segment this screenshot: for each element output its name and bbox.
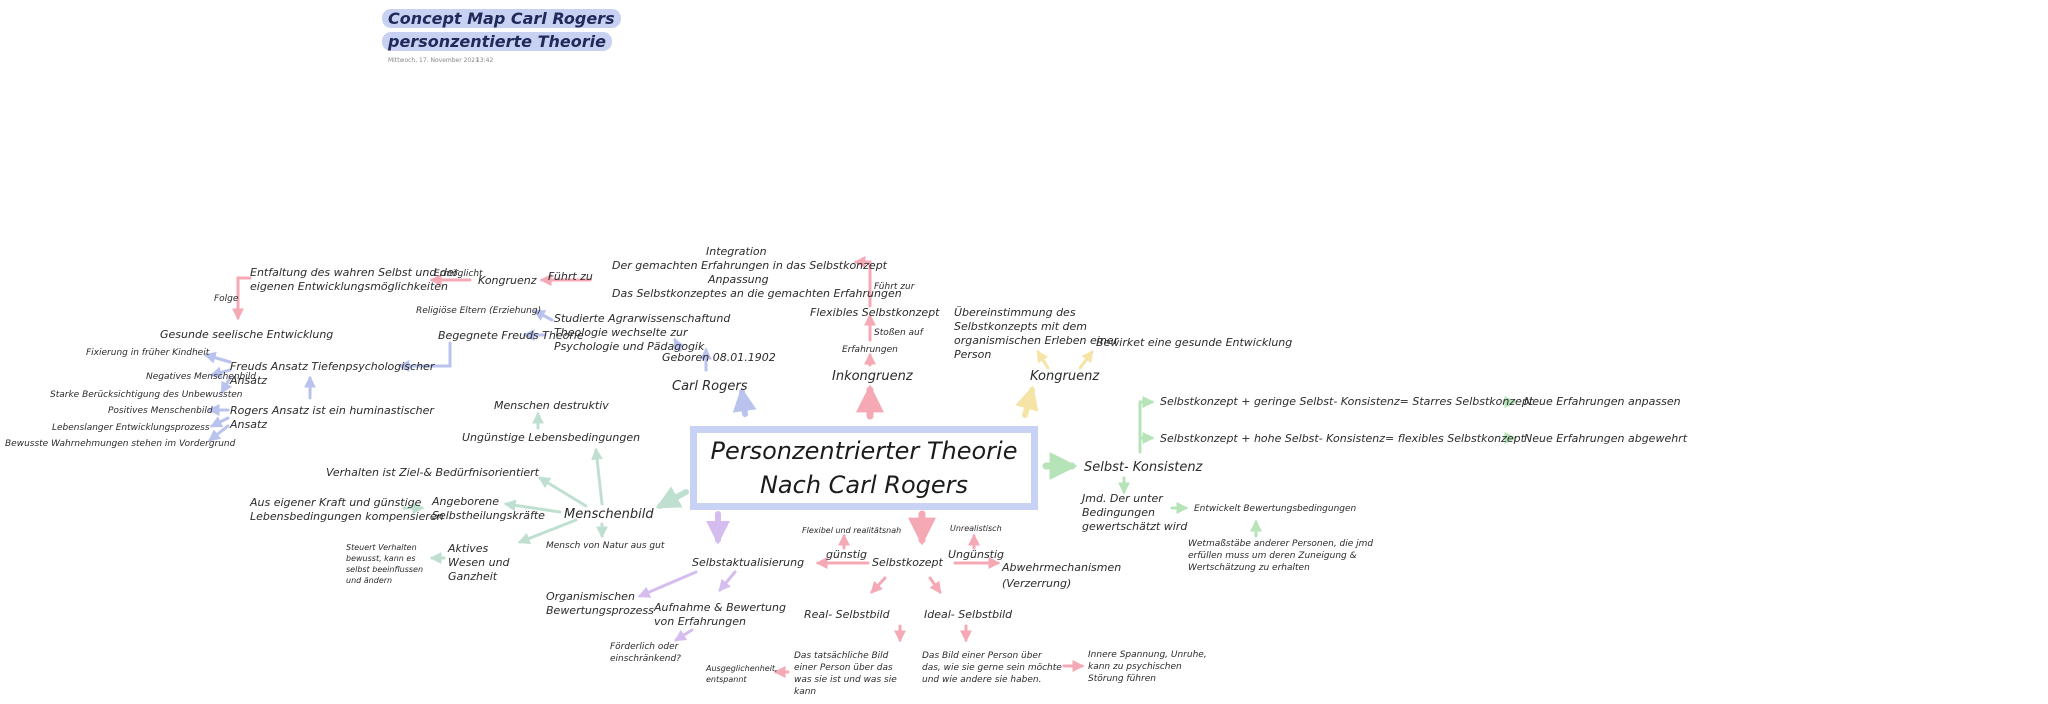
arrow-mb-unguenstig — [591, 447, 604, 506]
node-unguenstige-lebensbedingungen: Ungünstige Lebensbedingungen — [462, 431, 641, 444]
node-selbstaktualisierung: Selbstaktualisierung — [692, 556, 805, 569]
node-kongruenz-left: Kongruenz — [478, 274, 537, 287]
node-religioese-eltern: Religiöse Eltern (Erziehung) — [416, 306, 542, 316]
central-topic-line2: Nach Carl Rogers — [759, 471, 969, 499]
arrow-rogersansatz-p3 — [208, 424, 230, 442]
node-bewirkt-entwicklung: Bewirket eine gesunde Entwicklung — [1096, 336, 1293, 349]
arrow-mb-kraefte — [503, 499, 562, 514]
page-time: 13:42 — [476, 57, 494, 64]
node-bewusste-wahrnehmungen: Bewusste Wahrnehmungen stehen im Vorderg… — [5, 439, 236, 449]
node-bewertungsbedingungen: Entwickelt Bewertungsbedingungen — [1194, 504, 1357, 514]
node-unguenstig: Ungünstig — [948, 548, 1005, 561]
node-unbewusstes: Starke Berücksichtigung des Unbewussten — [50, 390, 243, 400]
arrow-aufnahme-foerderlich — [673, 628, 694, 642]
node-abgewehrt: Neue Erfahrungen abgewehrt — [1524, 432, 1688, 445]
arrow-flexibel-integration — [853, 256, 872, 308]
node-von-natur-gut: Mensch von Natur aus gut — [546, 541, 665, 551]
arrow-center-kongruenz — [1015, 385, 1039, 418]
node-menschen-destruktiv: Menschen destruktiv — [494, 399, 609, 412]
central-topic-line1: Personzentrierter Theorie — [710, 437, 1018, 465]
arrow-konsistenz-rows — [1138, 396, 1155, 454]
node-selbst-konsistenz: Selbst- Konsistenz — [1084, 460, 1203, 475]
node-gesunde-entwicklung: Gesunde seelische Entwicklung — [160, 328, 334, 341]
node-selbstkonzept: Selbstkozept — [872, 556, 943, 569]
node-starres-selbstkonzept: Selbstkonzept + geringe Selbst- Konsiste… — [1160, 395, 1534, 408]
node-ideal-selbstbild: Ideal- Selbstbild — [924, 608, 1013, 621]
arrow-freudansatz-p1 — [203, 351, 232, 364]
arrow-kongruenz-desc — [1036, 349, 1050, 370]
node-flexibles-konsistenz: Selbstkonzept + hohe Selbst- Konsistenz=… — [1160, 432, 1525, 445]
node-real-selbstbild: Real- Selbstbild — [804, 608, 890, 621]
node-unrealistisch: Unrealistisch — [950, 524, 1002, 533]
arrow-mb-aktives — [517, 518, 578, 545]
node-geboren: Geboren 08.01.1902 — [662, 351, 776, 364]
node-lebenslanger-prozess: Lebenslanger Entwicklungsprozess — [52, 423, 210, 433]
node-negatives-menschenbild: Negatives Menschenbild — [146, 372, 256, 382]
arrow-selbstakt-aufnahme — [718, 570, 737, 592]
node-kongruenz: Kongruenz — [1030, 369, 1100, 384]
arrow-rogersansatz-p2 — [209, 416, 230, 428]
central-topic: Personzentrierter Theorie Nach Carl Roge… — [690, 426, 1038, 510]
arrow-selbstakt-org — [637, 570, 698, 598]
label-stossen-auf: Stoßen auf — [874, 328, 923, 338]
node-ziel-beduerfnis: Verhalten ist Ziel-& Bedürfnisorientiert — [326, 466, 539, 479]
arrow-freudansatz-p2 — [209, 366, 232, 379]
node-guenstig: günstig — [826, 548, 868, 561]
arrow-freud-freudansatz — [397, 341, 452, 372]
node-flexibel-realitaetsnah: Flexibel und realitätsnah — [802, 526, 902, 535]
arrow-kongruenz-bewirkt — [1078, 350, 1094, 370]
label-ermoeglicht: Ermöglicht — [434, 269, 483, 279]
page-title-line1: Concept Map Carl Rogers — [382, 9, 621, 28]
arrow-study-parents — [532, 309, 554, 322]
arrow-mb-ziel — [537, 476, 588, 508]
node-positives-menschenbild: Positives Menschenbild — [108, 406, 213, 416]
node-begegnete-freud: Begegnete Freuds Theorie — [438, 329, 584, 342]
arrow-center-menschenbild — [655, 486, 689, 509]
page-date: Mittwoch, 17. November 2021 — [388, 57, 479, 64]
arrow-center-rogers — [732, 387, 757, 417]
label-folge: Folge — [214, 294, 239, 304]
arrow-folge — [232, 276, 252, 321]
page-title-line2: personzentierte Theorie — [382, 32, 612, 51]
node-carl-rogers: Carl Rogers — [672, 379, 748, 394]
arrow-born-study — [673, 337, 685, 352]
node-fixierung: Fixierung in früher Kindheit — [86, 348, 210, 358]
label-fuehrt-zu: Führt zu — [548, 270, 593, 283]
arrow-sk-real — [870, 576, 887, 594]
label-fuehrt-zur: Führt zur — [874, 282, 915, 292]
node-menschenbild: Menschenbild — [564, 507, 654, 522]
node-flexibles-selbstkonzept: Flexibles Selbstkonzept — [810, 306, 940, 319]
node-anpassen: Neue Erfahrungen anpassen — [1524, 395, 1681, 408]
arrow-sk-ideal — [928, 576, 942, 594]
arrow-freudansatz-p3 — [220, 376, 232, 395]
label-erfahrungen: Erfahrungen — [842, 345, 898, 355]
node-inkongruenz: Inkongruenz — [832, 369, 913, 384]
